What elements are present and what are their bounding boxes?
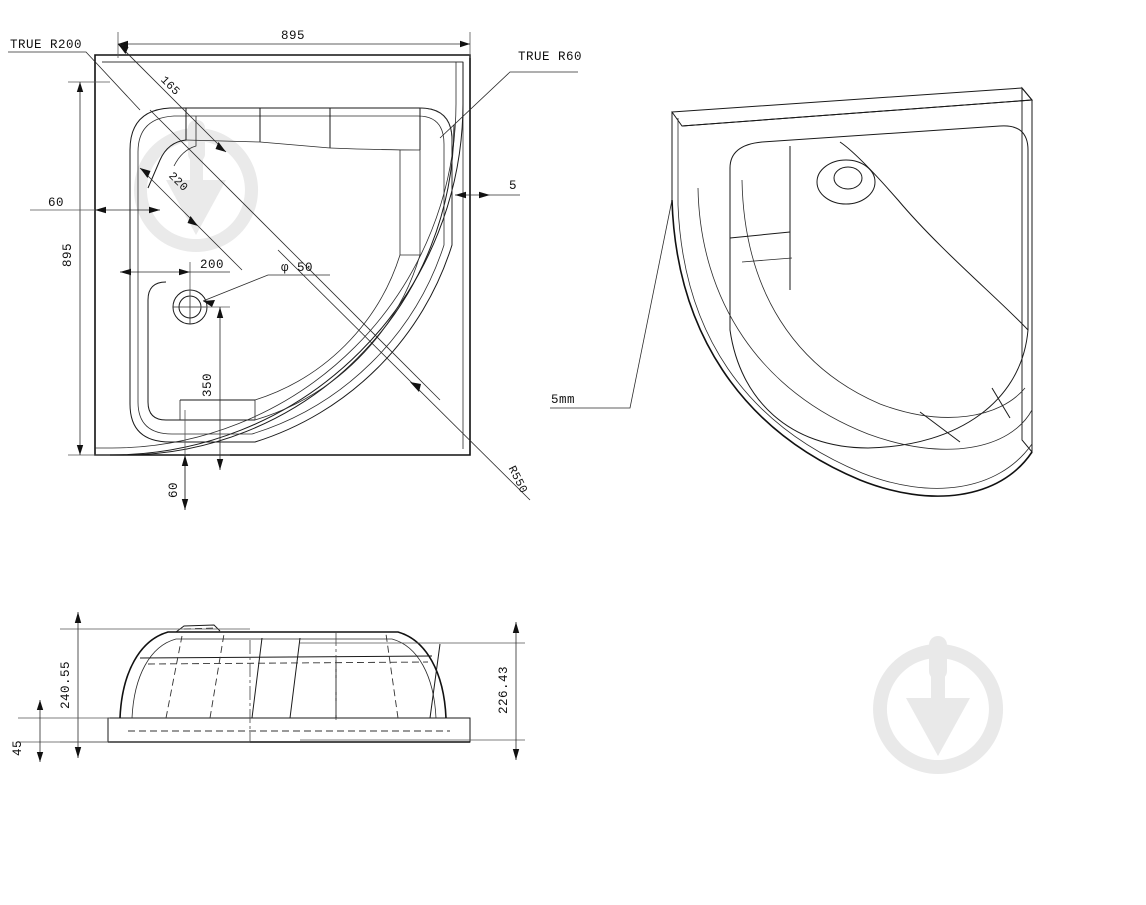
arrow-5-b xyxy=(479,191,490,199)
section-web5 xyxy=(251,637,263,719)
arrow-350-b xyxy=(216,459,224,470)
dim-label-60-left: 60 xyxy=(48,196,64,210)
arrow-60-bottom-a xyxy=(181,455,189,466)
plan-inner-arc xyxy=(254,254,421,421)
arrow-24055-b xyxy=(74,747,82,758)
dim-label-24055: 240.55 xyxy=(59,661,73,709)
section-view: 240.55 45 226.43 xyxy=(11,612,525,762)
plan-chamfer-left2 xyxy=(173,116,197,167)
dim-label-200: 200 xyxy=(200,258,224,272)
watermark-sheet xyxy=(873,636,1004,774)
arrow-60-left-b xyxy=(149,206,160,214)
arrow-165-a xyxy=(118,44,129,54)
iso-seg1 xyxy=(919,411,961,443)
arrow-22643-b xyxy=(512,749,520,760)
section-rim-dash xyxy=(147,661,429,665)
iso-inner-diagonal xyxy=(839,141,1029,331)
arrow-phi50 xyxy=(203,300,215,307)
dim-label-5: 5 xyxy=(509,179,517,193)
dim-label-height: 895 xyxy=(61,243,75,267)
iso-rim xyxy=(681,99,1033,127)
dim-label-45: 45 xyxy=(11,740,25,756)
section-rim-line xyxy=(139,655,433,659)
leader-true-r200 xyxy=(8,51,141,111)
plan-diagonal xyxy=(149,109,441,401)
iso-drain xyxy=(816,159,876,205)
iso-body-outer2 xyxy=(677,204,1033,489)
arrow-45-a xyxy=(36,700,44,710)
dim-label-22643: 226.43 xyxy=(497,666,511,714)
iso-facet-h2 xyxy=(741,257,793,263)
plan-seg-curve xyxy=(185,139,331,149)
section-web7 xyxy=(429,643,441,719)
arrow-200-b xyxy=(120,268,131,276)
arrow-5-a xyxy=(455,191,466,199)
leader-true-r60 xyxy=(439,71,578,139)
iso-body-outer xyxy=(671,199,1033,497)
plan-inner-arc2 xyxy=(254,254,401,401)
section-body-outline xyxy=(119,631,447,719)
arrow-220-a xyxy=(140,168,151,178)
arrow-895w-left xyxy=(118,40,128,48)
plan-outer-outline xyxy=(94,54,471,456)
isometric-view: 5mm xyxy=(550,86,1034,497)
iso-seg3 xyxy=(991,387,1011,419)
plan-basin-offset xyxy=(137,115,445,435)
section-body-offset xyxy=(131,638,437,719)
dim-label-5mm: 5mm xyxy=(551,393,575,407)
plan-seg-curve2 xyxy=(329,147,421,151)
dim-label-60-bottom: 60 xyxy=(167,482,181,498)
iso-facet-h1 xyxy=(729,231,791,239)
dim-label-phi50: φ 50 xyxy=(281,261,313,275)
leader-5mm xyxy=(550,199,673,409)
arrow-895h-top xyxy=(76,82,84,92)
dim-line-165 xyxy=(117,43,227,153)
plan-quadrant-outer xyxy=(95,62,464,456)
arrow-60-bottom-b xyxy=(181,499,189,510)
section-web3 xyxy=(385,633,399,719)
section-web1 xyxy=(165,635,183,719)
dim-label-true-r200: TRUE R200 xyxy=(10,38,82,52)
section-web4 xyxy=(289,637,301,719)
arrow-165-b xyxy=(215,142,226,152)
arrow-895h-bot xyxy=(76,445,84,455)
plan-inner-bottom xyxy=(147,401,255,421)
iso-basin-outline xyxy=(729,125,1029,449)
arrow-200-a xyxy=(179,268,190,276)
arrow-220-b xyxy=(187,216,198,226)
plan-quadrant-outer2 xyxy=(95,62,457,449)
plan-r60-corner xyxy=(419,107,453,141)
iso-basin-offset xyxy=(697,187,1033,450)
arrow-22643-a xyxy=(512,622,520,633)
arrow-24055-a xyxy=(74,612,82,623)
arrow-r550 xyxy=(410,382,421,392)
plan-inner-left xyxy=(147,281,167,402)
plan-view: 895 895 60 60 200 350 xyxy=(8,29,582,510)
arrow-45-b xyxy=(36,752,44,762)
leader-r550 xyxy=(277,249,531,501)
plan-basin-outline xyxy=(129,107,453,443)
watermark-plan xyxy=(134,120,259,252)
plan-chamfer-left xyxy=(147,108,187,189)
dim-label-true-r60: TRUE R60 xyxy=(518,50,582,64)
iso-basin-inner-arc xyxy=(741,179,1026,418)
arrow-60-left-a xyxy=(95,206,106,214)
plan-quadrant-inner xyxy=(123,124,455,456)
section-web2 xyxy=(209,633,225,719)
arrow-895w-right xyxy=(460,40,470,48)
leader-phi50 xyxy=(202,274,330,302)
arrow-350-a xyxy=(216,307,224,318)
dim-label-width: 895 xyxy=(281,29,305,43)
dim-label-350: 350 xyxy=(201,373,215,397)
